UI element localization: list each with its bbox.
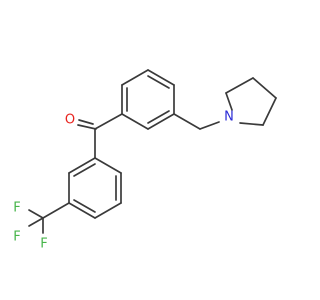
bond [199, 121, 220, 130]
background [0, 0, 300, 300]
bond [239, 122, 264, 126]
bond [225, 92, 233, 111]
bond [42, 202, 70, 219]
bond [225, 77, 254, 94]
oxygen-atom-label: O [65, 113, 75, 128]
benzene-ring-upper [121, 69, 175, 130]
carbonyl-double-bond [77, 124, 97, 130]
bond [121, 69, 149, 86]
bond [262, 97, 277, 126]
bond [147, 69, 175, 86]
bond [94, 202, 122, 219]
molecule-structure: O N F F F [0, 0, 300, 300]
bond [147, 113, 175, 130]
bond [252, 77, 277, 99]
double-bond [147, 110, 170, 124]
bond [28, 217, 44, 227]
benzene-ring-lower [68, 157, 122, 219]
bond [28, 209, 44, 219]
bond [94, 157, 122, 174]
bond [121, 113, 149, 130]
double-bond [73, 163, 96, 177]
fluorine-atom-label: F [13, 230, 20, 245]
bond [68, 157, 96, 174]
fluorine-atom-label: F [40, 237, 47, 252]
pyrrolidine-ring [225, 77, 277, 126]
double-bond [73, 199, 96, 213]
bond [68, 202, 96, 219]
nitrogen-atom-label: N [224, 110, 234, 125]
carbonyl-double-bond [78, 119, 94, 125]
bond [173, 113, 201, 130]
bond [94, 113, 123, 130]
double-bond [147, 75, 170, 89]
fluorine-atom-label: F [13, 201, 20, 216]
